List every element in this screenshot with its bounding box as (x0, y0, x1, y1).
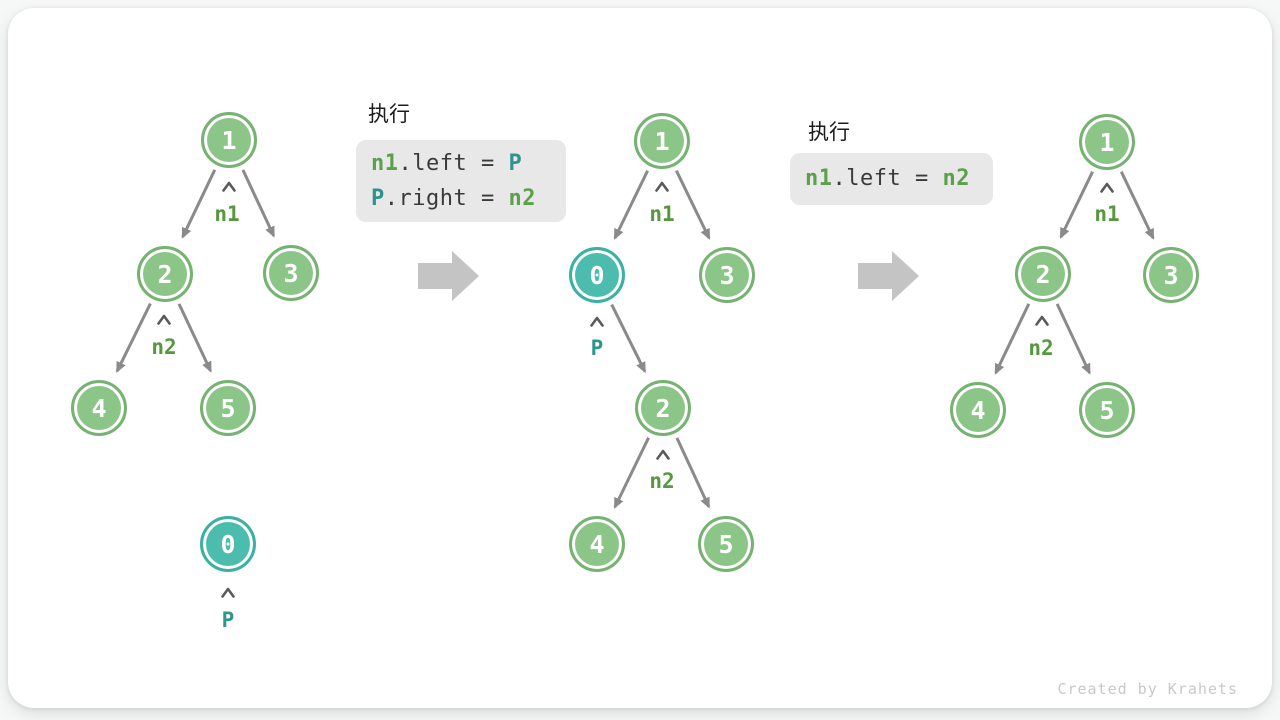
tree1-label-n2: n2 (151, 335, 177, 359)
tree3-node-5: 5 (1079, 382, 1135, 438)
tree1-label-n1: n1 (214, 202, 240, 226)
watermark: Created by Krahets (1057, 680, 1238, 698)
code-line: n1.left = n2 (805, 161, 978, 196)
code-token-p: P (371, 186, 385, 211)
code-token-n1: n1 (805, 166, 833, 191)
tree1-node-2: 2 (137, 246, 193, 302)
tree1-node-3: 3 (263, 245, 319, 301)
tree3-label-n1: n1 (1094, 202, 1120, 226)
tree3-node-2: 2 (1015, 246, 1071, 302)
tree2-node-1: 1 (634, 113, 690, 169)
code-token-n2: n2 (942, 166, 970, 191)
step1-code-box: n1.left = P P.right = n2 (356, 140, 566, 222)
step2-title: 执行 (808, 121, 850, 144)
code-token-p: P (508, 151, 523, 176)
tree1-label-p: P (221, 608, 235, 632)
tree1-node-4: 4 (71, 380, 127, 436)
step1-title: 执行 (368, 103, 410, 126)
diagram-card (8, 8, 1272, 708)
code-token-n2: n2 (508, 186, 536, 211)
code-token-plain: .left = (398, 151, 509, 176)
tree1-node-1: 1 (201, 112, 257, 168)
tree3-node-3: 3 (1143, 247, 1199, 303)
tree3-label-n2: n2 (1028, 336, 1054, 360)
code-token-n1: n1 (371, 151, 399, 176)
tree2-label-n1: n1 (649, 202, 675, 226)
tree3-node-1: 1 (1079, 114, 1135, 170)
tree2-label-n2: n2 (649, 469, 675, 493)
code-token-plain: .right = (384, 186, 509, 211)
tree2-node-p: 0 (569, 247, 625, 303)
step2-code-box: n1.left = n2 (790, 153, 993, 205)
tree1-node-p: 0 (200, 516, 256, 572)
tree2-node-4: 4 (569, 516, 625, 572)
tree2-node-3: 3 (699, 247, 755, 303)
code-line: n1.left = P (371, 146, 551, 181)
tree3-node-4: 4 (950, 382, 1006, 438)
tree2-label-p: P (590, 336, 604, 360)
tree2-node-2: 2 (635, 380, 691, 436)
code-line: P.right = n2 (371, 181, 551, 216)
tree2-node-5: 5 (698, 516, 754, 572)
tree1-node-5: 5 (200, 380, 256, 436)
code-token-plain: .left = (832, 166, 943, 191)
